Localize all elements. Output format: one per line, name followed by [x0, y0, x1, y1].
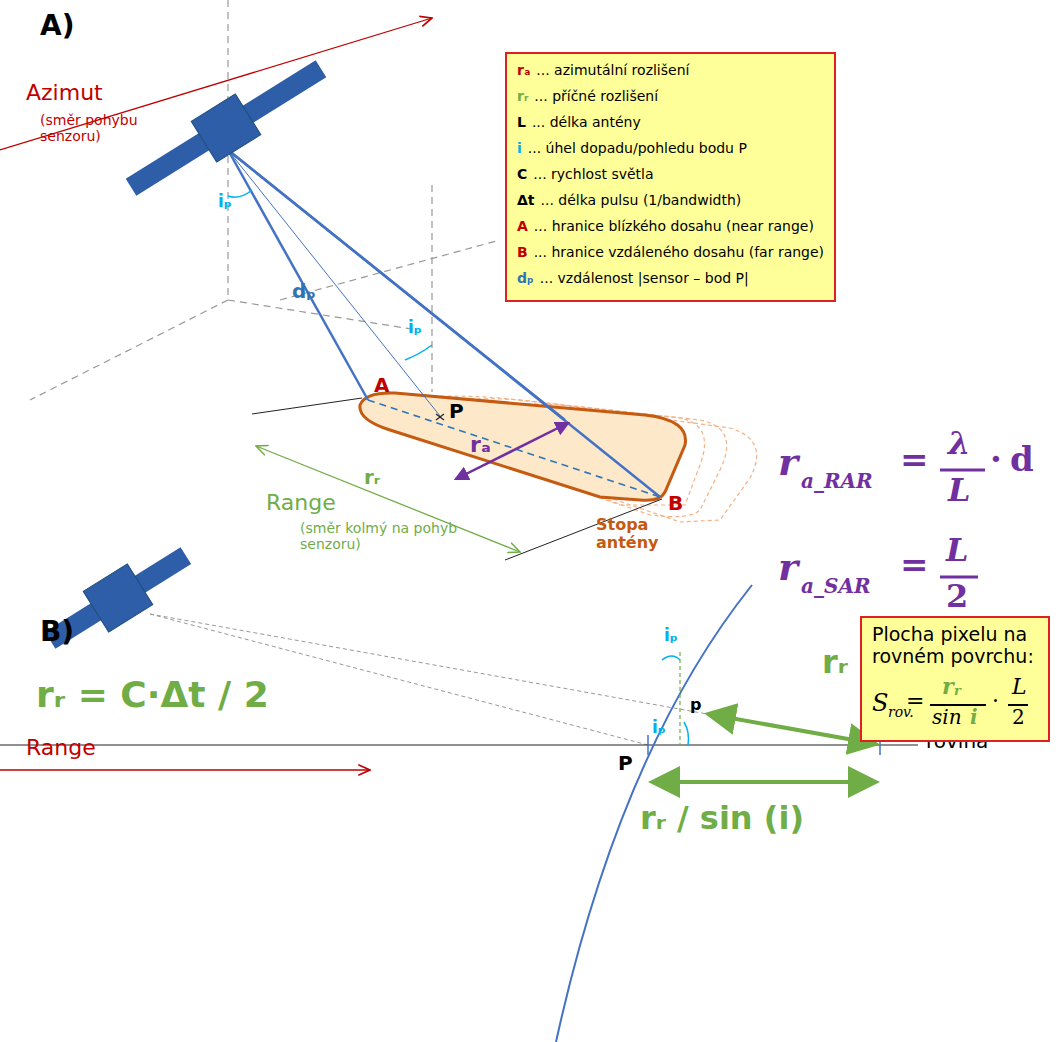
angle-label: iₚ	[652, 718, 666, 738]
symbol: rᵣ	[517, 88, 528, 104]
formula-part: r	[942, 674, 954, 699]
symbol-description: ... úhel dopadu/pohledu bodu P	[528, 140, 747, 156]
formula-part: L	[1012, 674, 1027, 699]
axis-label: Range	[266, 490, 336, 515]
legend-row: C ... rychlost světla	[517, 164, 824, 190]
symbol-description: ... hranice blízkého dosahu (near range)	[534, 218, 814, 234]
legend-row: rᵣ ... příčné rozlišení	[517, 86, 824, 112]
point-label: A	[374, 374, 389, 397]
symbol: Δt	[517, 192, 535, 208]
angle-label: iₚ	[408, 318, 422, 338]
formula-symbol: r	[778, 545, 798, 589]
formula-part: S	[872, 690, 888, 718]
symbol: A	[517, 218, 528, 234]
symbol: B	[517, 244, 528, 260]
symbol-description: ... hranice vzdáleného dosahu (far range…	[534, 244, 824, 260]
formula-symbol: λ	[948, 425, 970, 462]
resolution-label: rᵣ	[822, 644, 848, 681]
formula-subscript: a_SAR	[801, 575, 871, 598]
angle-label: iₚ	[664, 626, 678, 646]
symbol-description: ... délka antény	[532, 114, 641, 130]
symbol-description: ... vzdálenost |sensor – bod P|	[540, 270, 749, 286]
legend-row: A ... hranice blízkého dosahu (near range…	[517, 216, 824, 242]
symbol: dₚ	[517, 270, 534, 286]
point-label: p	[690, 696, 701, 714]
formula-subscript: a_RAR	[801, 470, 873, 493]
formula-part: 2	[1012, 706, 1025, 729]
formula-symbol: d	[1010, 440, 1034, 479]
point-label: P	[618, 752, 633, 775]
formula-symbol: L	[946, 532, 969, 569]
axis-label: Azimut	[26, 80, 103, 105]
formula: rᵣ / sin (i)	[640, 800, 804, 837]
symbol-description: ... příčné rozlišení	[534, 88, 658, 104]
symbol-description: ... azimutální rozlišení	[536, 62, 689, 78]
formula-symbol: ·	[990, 440, 1002, 479]
symbol: C	[517, 166, 527, 182]
axis-label: Range	[26, 735, 96, 760]
formula-symbol: 2	[946, 578, 968, 615]
formula-box: Plocha pixelu na rovném povrchu:Srov.=rr…	[860, 616, 1050, 742]
distance-label: dₚ	[292, 280, 316, 303]
legend-row: B ... hranice vzdáleného dosahu (far rang…	[517, 242, 824, 268]
legend-row: dₚ ... vzdálenost |sensor – bod P|	[517, 268, 824, 294]
formula-symbol: r	[778, 440, 798, 484]
point-label: B	[668, 492, 683, 515]
symbol: L	[517, 114, 526, 130]
angle-label: iₚ	[218, 192, 232, 212]
symbol-description: ... délka pulsu (1/bandwidth)	[541, 192, 742, 208]
formula-symbol: =	[900, 545, 929, 584]
legend-row: L ... délka antény	[517, 112, 824, 138]
panel-letter: A)	[40, 10, 74, 42]
formula-part: i	[970, 706, 978, 729]
legend-row: i ... úhel dopadu/pohledu bodu P	[517, 138, 824, 164]
symbol: i	[517, 140, 522, 156]
formula-part: sin	[932, 706, 962, 729]
symbol-description: ... rychlost světla	[533, 166, 653, 182]
symbol-legend-box: rₐ ... azimutální rozlišení rᵣ ... příčné r…	[505, 52, 836, 302]
footprint-label: Stopa antény	[596, 516, 666, 553]
legend-row: Δt ... délka pulsu (1/bandwidth)	[517, 190, 824, 216]
formula-symbol: =	[900, 440, 929, 479]
box-heading: Plocha pixelu na rovném povrchu:	[872, 624, 1040, 668]
formula-part: ·	[992, 688, 999, 713]
resolution-label: rᵣ	[364, 466, 380, 489]
panel-letter: B)	[40, 616, 74, 648]
formula-part: =	[906, 688, 924, 713]
formula-part: r	[954, 684, 961, 699]
formula: rᵣ = C·Δt / 2	[36, 674, 269, 715]
symbol: rₐ	[517, 62, 530, 78]
resolution-label: rₐ	[470, 432, 491, 457]
axis-note: (směr kolmý na pohyb senzoru)	[300, 520, 460, 552]
point-label: P	[449, 400, 464, 423]
formula-symbol: L	[948, 472, 971, 509]
axis-note: (směr pohybu senzoru)	[40, 112, 155, 144]
legend-row: rₐ ... azimutální rozlišení	[517, 60, 824, 86]
